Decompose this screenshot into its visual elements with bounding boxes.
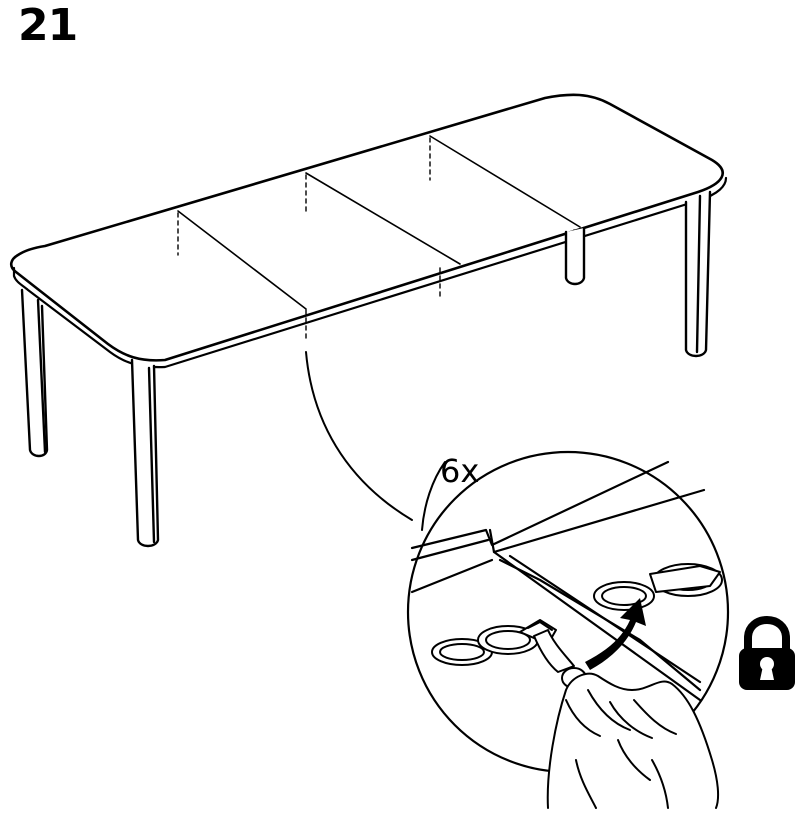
leg [20,288,49,458]
callout-leader [305,351,413,521]
curved-arrow-icon [585,598,646,670]
leaf-seam [429,135,581,228]
left-fitting [431,619,557,666]
quantity-label: 6x [440,452,479,490]
leaf-seam [177,210,307,310]
leg [130,358,160,548]
callout-leader [421,461,446,531]
lock-icon [739,616,795,690]
detail-callout: 6x [406,450,730,809]
leaf-seam [305,172,461,265]
extended-table [9,93,728,548]
table-top [9,93,724,362]
table-legs [20,190,712,548]
hand [546,672,720,809]
detail-tabletop [410,460,706,702]
leg [564,226,586,286]
step-number: 21 [18,0,78,51]
